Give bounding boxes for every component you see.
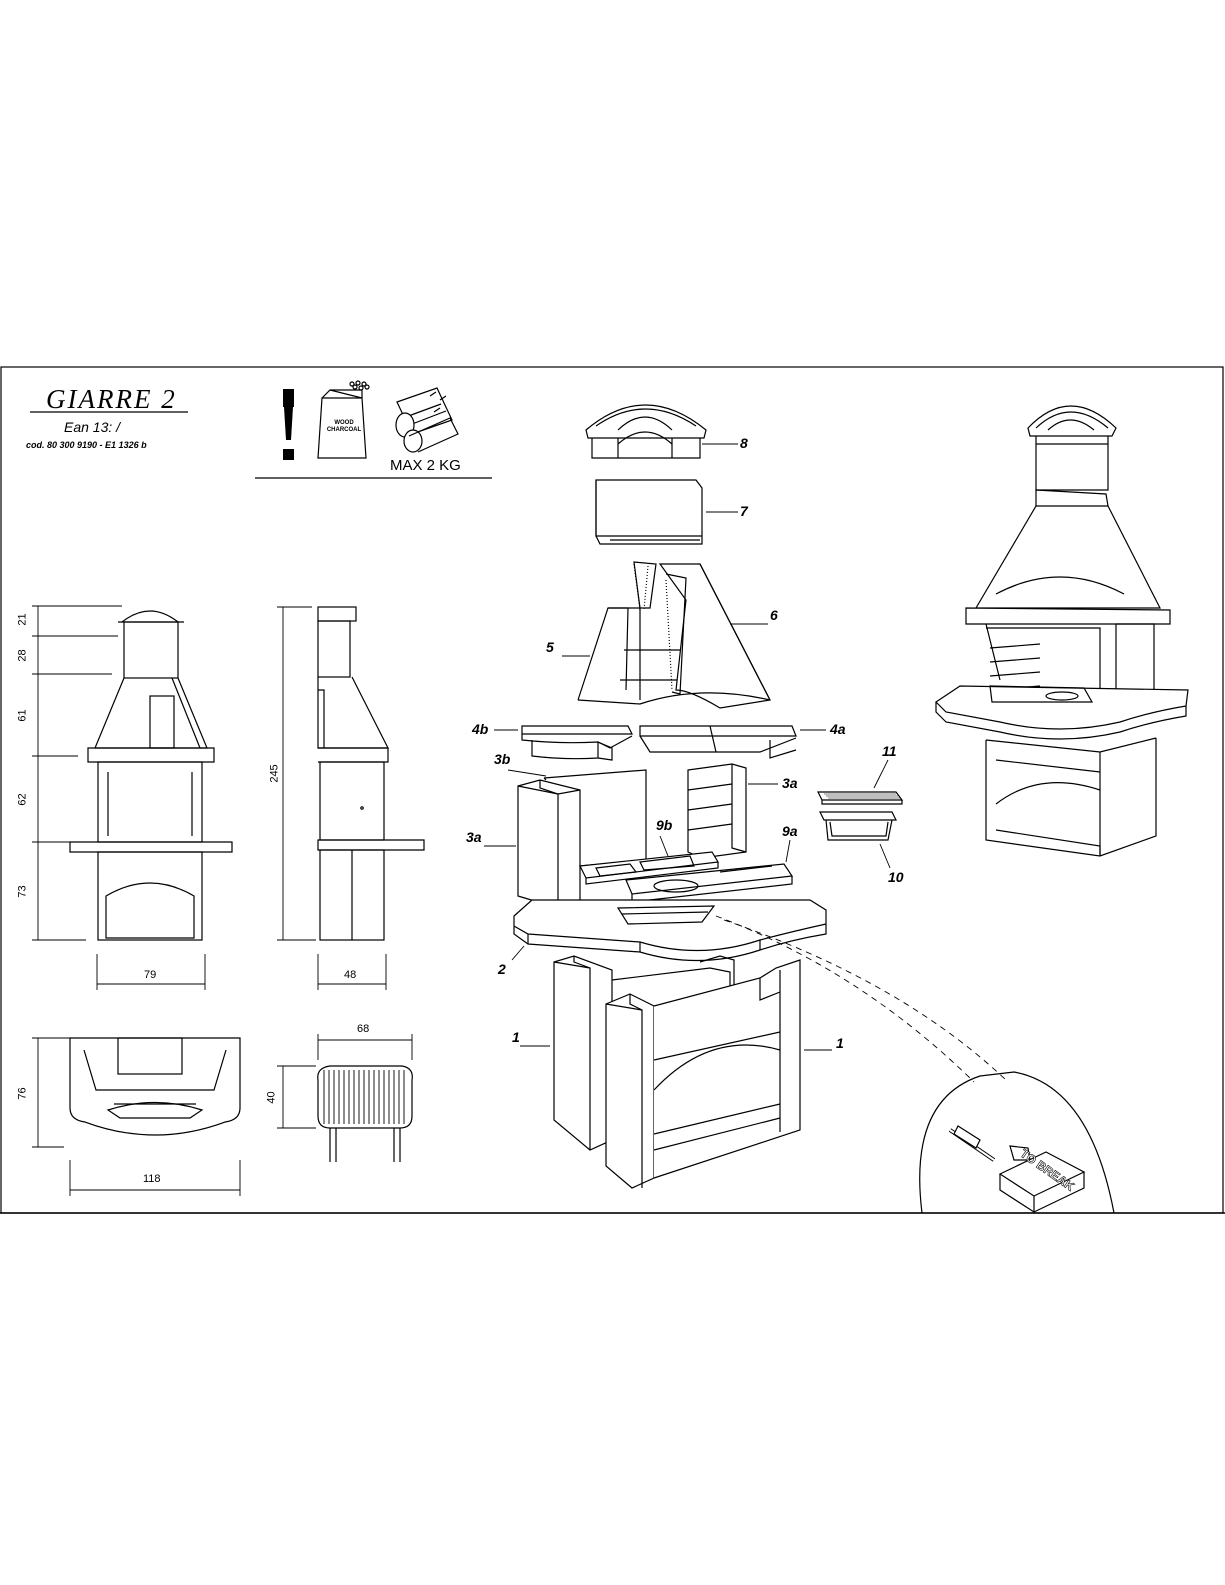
label-part-5: 5 [546, 640, 554, 654]
label-part-1-right: 1 [836, 1036, 844, 1050]
plan-view [70, 1038, 240, 1135]
label-part-9a: 9a [782, 824, 798, 838]
label-part-4b: 4b [472, 722, 488, 736]
part-3a-left [518, 780, 580, 908]
part-4b [522, 726, 632, 760]
dim-height-28: 28 [18, 649, 29, 661]
part-1-right-base [606, 960, 800, 1188]
front-elevation [70, 611, 232, 940]
dim-height-61: 61 [18, 709, 29, 721]
side-elevation [318, 607, 424, 940]
plan-dimensions [32, 1038, 240, 1196]
assembled-view [936, 406, 1188, 856]
part-5-6-hood [578, 562, 770, 708]
part-4a [640, 726, 796, 758]
dim-plan-depth: 76 [18, 1087, 29, 1099]
dim-height-21: 21 [18, 613, 29, 625]
label-part-1-left: 1 [512, 1030, 520, 1044]
ean-code: Ean 13: / [64, 420, 120, 434]
dim-grill-depth: 40 [267, 1091, 278, 1103]
part-11-grill [818, 792, 902, 804]
wood-logs-icon [396, 388, 458, 452]
label-part-7: 7 [740, 504, 748, 518]
label-part-2: 2 [498, 962, 506, 976]
product-title: GIARRE 2 [46, 386, 177, 413]
label-part-3b: 3b [494, 752, 510, 766]
part-3a-right [688, 764, 746, 858]
label-part-3a-left: 3a [466, 830, 482, 844]
dim-plan-width: 118 [143, 1174, 161, 1185]
dim-front-width: 79 [144, 970, 156, 981]
part-2-worktop [514, 900, 826, 961]
side-height-dimension [277, 607, 316, 940]
charcoal-bag-label: WOOD CHARCOAL [322, 420, 366, 433]
label-part-9b: 9b [656, 818, 672, 832]
grill-view [318, 1066, 413, 1162]
dim-height-62: 62 [18, 793, 29, 805]
label-part-3a-right: 3a [782, 776, 798, 790]
break-detail [920, 1072, 1114, 1213]
dim-grill-width: 68 [357, 1024, 369, 1035]
part-10-tray [820, 812, 896, 840]
max-load-label: MAX 2 KG [390, 458, 461, 473]
product-code: cod. 80 300 9190 - E1 1326 b [26, 441, 147, 450]
label-part-6: 6 [770, 608, 778, 622]
dim-total-height: 245 [270, 764, 281, 782]
label-part-8: 8 [740, 436, 748, 450]
dim-height-73: 73 [18, 885, 29, 897]
part-7-chimney [596, 480, 702, 544]
grill-dimensions [277, 1034, 412, 1128]
dim-side-depth: 48 [344, 970, 356, 981]
label-part-11: 11 [882, 744, 897, 758]
label-part-4a: 4a [830, 722, 846, 736]
label-part-10: 10 [888, 870, 904, 884]
part-8-roof [586, 405, 706, 458]
warning-icon [283, 389, 294, 460]
